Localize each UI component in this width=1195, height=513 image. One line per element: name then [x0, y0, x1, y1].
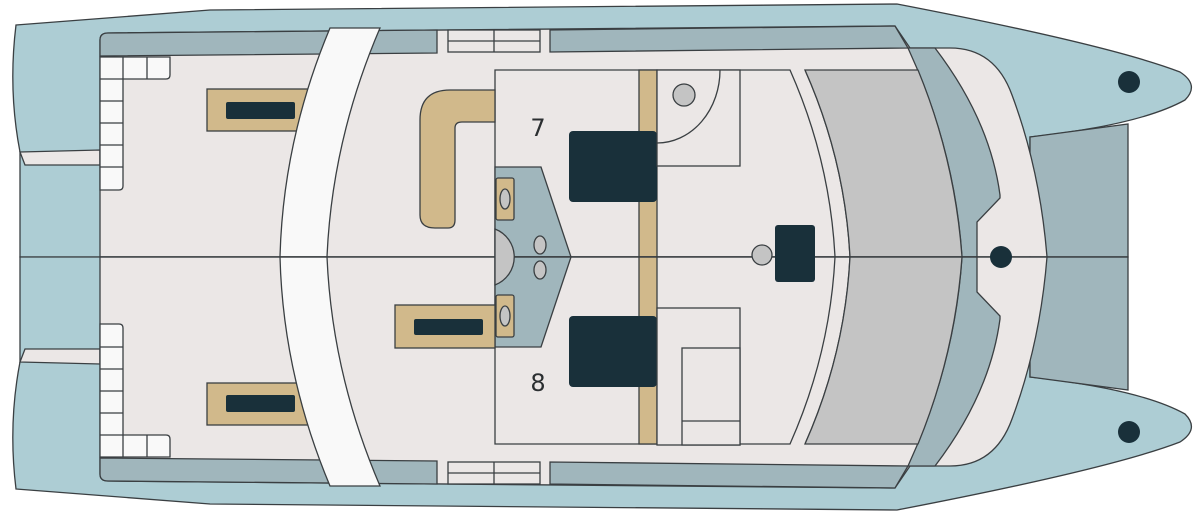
cabin-label-7: 7: [530, 114, 545, 142]
bow-cleat-starboard: [1118, 421, 1140, 443]
bed-cabin-8: [569, 316, 657, 387]
bed-cabin-7: [569, 131, 657, 202]
shower: [656, 69, 741, 167]
head-fixtures: [494, 177, 547, 338]
bow-cleat-port: [1118, 71, 1140, 93]
closet: [656, 307, 741, 446]
helm-seat: [751, 244, 773, 266]
salon-sofa: [419, 89, 496, 229]
helm-console: [775, 225, 815, 282]
anchor-point: [990, 246, 1012, 268]
cabin-label-8: 8: [530, 369, 545, 397]
salon-bench-cushion: [414, 319, 483, 335]
